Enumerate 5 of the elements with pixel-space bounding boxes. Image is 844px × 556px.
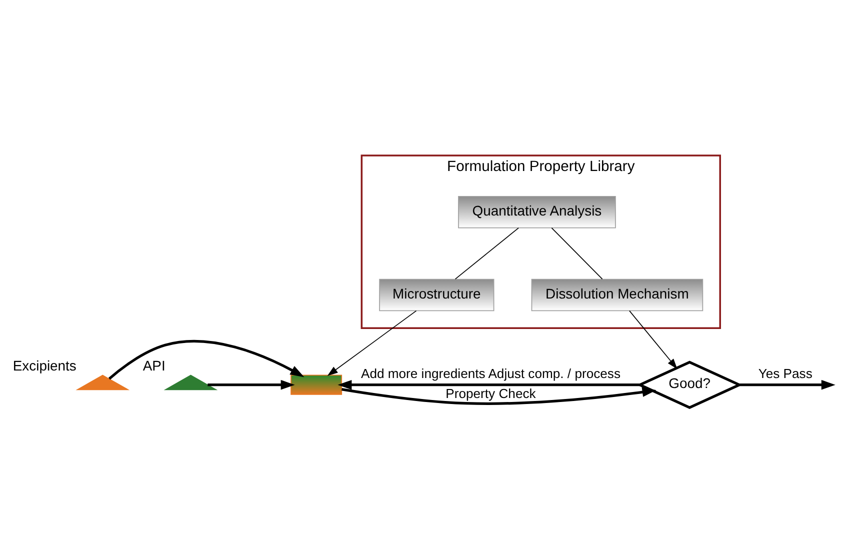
edge-label: Yes Pass [758, 366, 812, 381]
edge-label: Add more ingredients Adjust comp. / process [360, 366, 620, 381]
node-label: API [142, 358, 166, 374]
node-label: Excipients [12, 358, 76, 374]
edge-label: Property Check [446, 386, 536, 401]
